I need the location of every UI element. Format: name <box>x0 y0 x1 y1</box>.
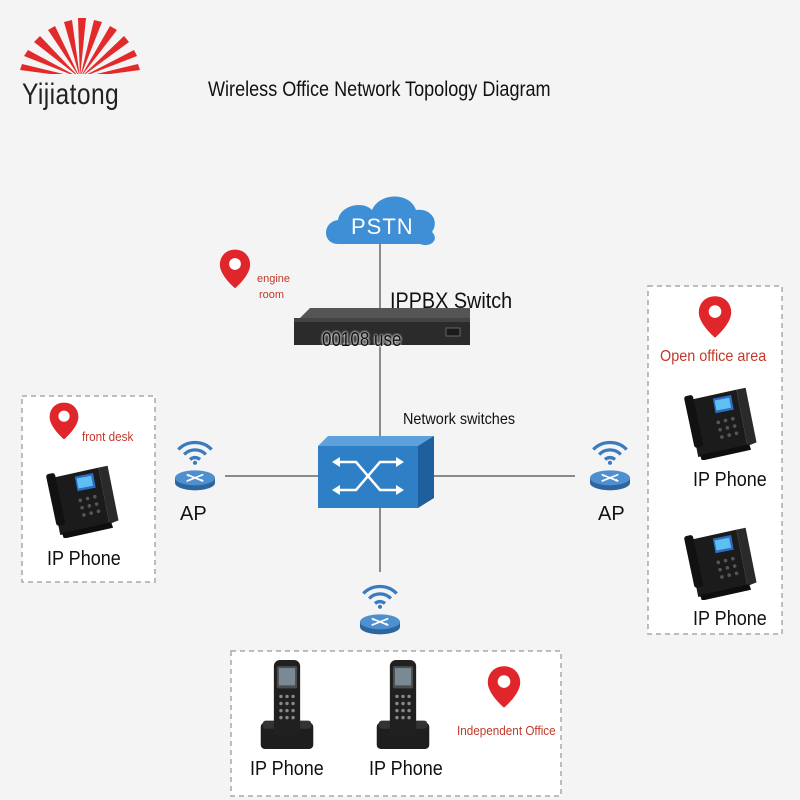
diagram-title: Wireless Office Network Topology Diagram <box>208 78 551 101</box>
engine-room-label: engine room <box>257 271 290 303</box>
independent-office-label: Independent Office <box>457 723 556 738</box>
ippbx-usage-note: 00108 use <box>322 329 402 351</box>
rack-switch-icon <box>294 308 470 345</box>
brand-logo-text: Yijiatong <box>22 78 120 111</box>
network-switch-label: Network switches <box>403 411 516 428</box>
ap-left-label: AP <box>180 503 207 525</box>
engine-room-label-line1: engine <box>257 273 291 285</box>
front-desk-label: front desk <box>82 429 134 444</box>
front-desk-zone <box>21 395 156 583</box>
ippbx-switch-label: IPPBX Switch <box>390 288 513 313</box>
open-office-phone-1-label: IP Phone <box>693 469 767 491</box>
logo-starburst-icon <box>10 18 150 84</box>
ap-bottom-router-icon <box>360 586 400 634</box>
independent-phone-1-label: IP Phone <box>250 758 324 780</box>
open-office-phone-2-label: IP Phone <box>693 608 767 630</box>
front-desk-phone-label: IP Phone <box>47 548 121 570</box>
ap-right-router-icon <box>588 440 632 492</box>
ap-right-label: AP <box>598 503 625 525</box>
engine-room-pin-icon <box>219 249 251 289</box>
connection-links <box>225 240 575 572</box>
engine-room-label-line2: room <box>259 289 285 301</box>
pstn-label: PSTN <box>351 214 414 239</box>
open-office-label: Open office area <box>660 348 767 365</box>
pstn-cloud-icon <box>326 196 435 246</box>
network-switch-icon <box>318 436 434 508</box>
ap-left-router-icon <box>173 440 217 492</box>
independent-phone-2-label: IP Phone <box>369 758 443 780</box>
